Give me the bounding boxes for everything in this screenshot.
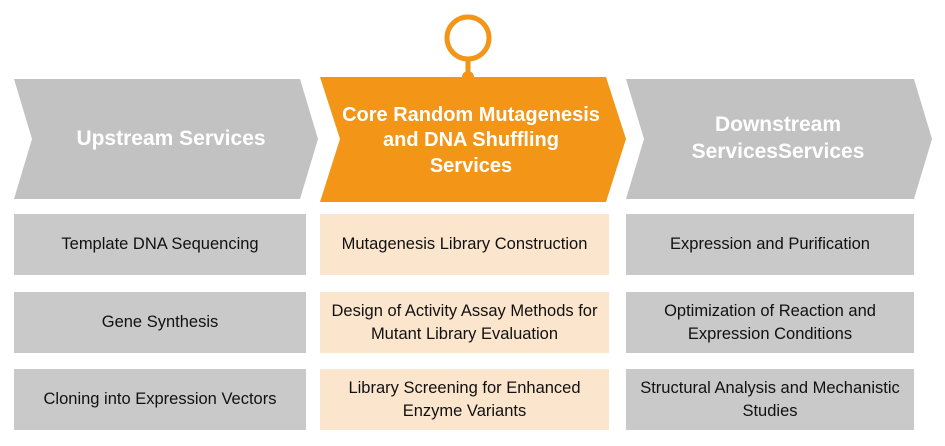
core-item-library-construction: Mutagenesis Library Construction [320,214,609,275]
upstream-title: Upstream Services [76,126,266,150]
downstream-arrow [626,79,932,199]
process-arrows [14,14,932,202]
downstream-title: Downstream ServicesServices [691,113,865,163]
downstream-item-expression-purification: Expression and Purification [626,214,914,275]
core-title: Core Random Mutagenesis and DNA Shufflin… [342,103,600,177]
downstream-item-optimization: Optimization of Reaction and Expression … [626,292,914,353]
upstream-item-cloning: Cloning into Expression Vectors [14,369,306,430]
core-item-library-screening: Library Screening for Enhanced Enzyme Va… [320,369,609,430]
core-item-assay-design: Design of Activity Assay Methods for Mut… [320,292,609,353]
location-pin-icon [444,14,492,83]
upstream-item-template-dna-sequencing: Template DNA Sequencing [14,214,306,275]
core-arrow [320,77,626,202]
downstream-item-structural-analysis: Structural Analysis and Mechanistic Stud… [626,369,914,430]
upstream-item-gene-synthesis: Gene Synthesis [14,292,306,353]
upstream-arrow [14,79,318,199]
